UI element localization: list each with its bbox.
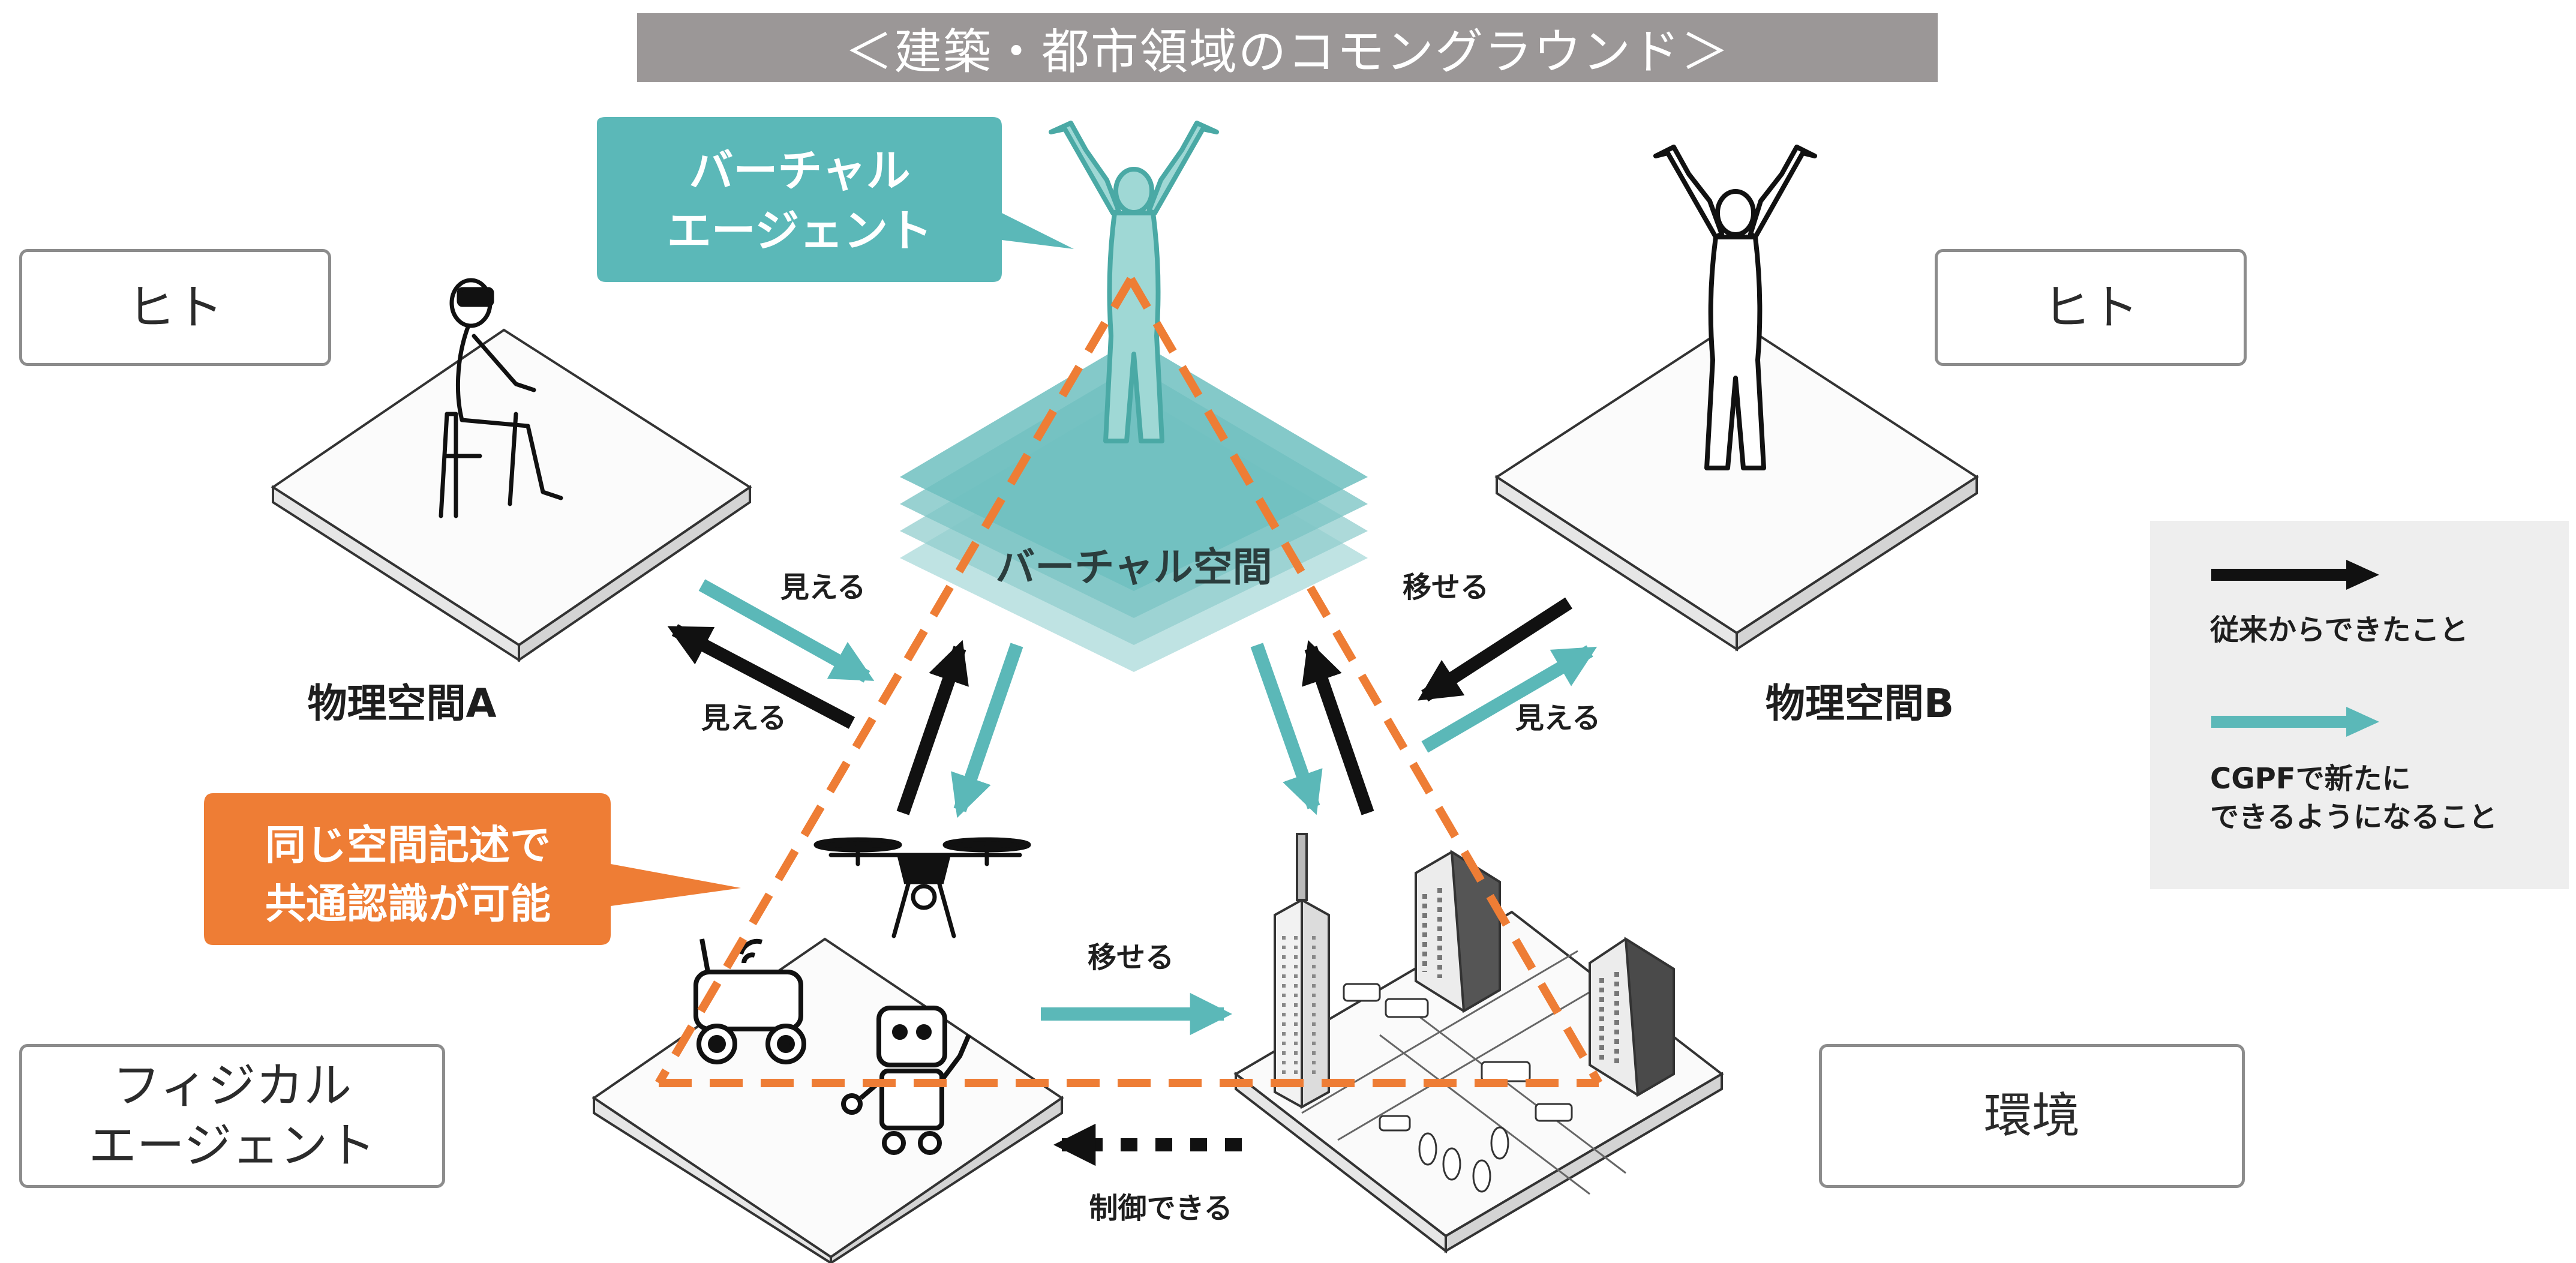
drone-icon <box>813 837 1031 938</box>
legend: 従来からできたこと CGPFで新たに できるようになること <box>2150 521 2569 889</box>
common-recognition-line1: 同じ空間記述で <box>265 822 551 869</box>
arrow-visible-b-teal <box>1421 645 1598 753</box>
arrow-virtual-to-physical-agent-teal <box>951 643 1023 818</box>
human-box-right: ヒト <box>1935 249 2247 366</box>
legend-black-arrow-icon <box>2211 560 2379 590</box>
virtual-agent-callout-line1: バーチャル <box>689 145 910 197</box>
human-box-right-label: ヒト <box>2043 279 2139 335</box>
arrow-visible-a-to-virtual-teal <box>698 579 875 683</box>
label-visible-2: 見える <box>701 701 787 735</box>
legend-teal-text-line1: CGPFで新たに <box>2210 762 2411 796</box>
environment-box: 環境 <box>1819 1044 2245 1188</box>
delivery-robot-icon <box>693 938 806 1064</box>
virtual-space-layers <box>900 339 1368 672</box>
common-recognition-line2: 共通認識が可能 <box>265 881 551 928</box>
physical-agent-box-line1: フィジカル <box>112 1058 352 1114</box>
common-recognition-callout: 同じ空間記述で 共通認識が可能 <box>204 793 741 945</box>
virtual-space-label: バーチャル空間 <box>995 544 1272 590</box>
physical-space-b-platform <box>1494 319 1979 652</box>
seated-person-icon <box>439 278 563 518</box>
physical-agent-box-line2: エージェント <box>88 1118 376 1174</box>
label-visible-1: 見える <box>780 571 866 604</box>
human-box-left-label: ヒト <box>127 279 223 335</box>
arrow-physical-agent-to-virtual-black <box>896 640 969 815</box>
physical-agent-box: フィジカル エージェント <box>19 1044 445 1188</box>
label-transferable-1: 移せる <box>1403 571 1489 604</box>
arrow-visible-virtual-to-a-black <box>667 624 855 729</box>
arrow-environment-to-virtual-black <box>1302 640 1374 815</box>
arrow-virtual-to-environment-teal <box>1250 643 1323 815</box>
virtual-agent-callout-line2: エージェント <box>667 205 933 257</box>
humanoid-robot-icon <box>841 1006 971 1155</box>
skyscraper-icon <box>1274 833 1330 1109</box>
vehicles-and-trees-icon <box>1343 983 1573 1193</box>
label-physical-space-a: 物理空間A <box>307 680 496 727</box>
legend-black-text: 従来からできたこと <box>2210 613 2469 647</box>
virtual-agent-figure-icon <box>1049 121 1219 443</box>
office-building-icon <box>1415 850 1501 1013</box>
label-controllable: 制御できる <box>1089 1192 1232 1225</box>
legend-teal-text-line2: できるようになること <box>2210 800 2498 834</box>
human-box-left: ヒト <box>19 249 331 366</box>
environment-box-label: 環境 <box>1984 1088 2080 1144</box>
standing-person-icon <box>1653 145 1817 470</box>
common-ground-triangle <box>654 277 1603 1087</box>
apartment-building-icon <box>1589 937 1675 1097</box>
label-physical-space-b: 物理空間B <box>1766 680 1954 727</box>
diagram-title: ＜建築・都市領域のコモングラウンド＞ <box>637 13 1938 82</box>
arrow-transferable-b-black <box>1418 597 1572 702</box>
label-transferable-2: 移せる <box>1088 941 1174 974</box>
label-visible-3: 見える <box>1515 701 1601 735</box>
legend-teal-arrow-icon <box>2211 707 2379 737</box>
virtual-agent-callout: バーチャル エージェント <box>597 117 1074 282</box>
physical-agent-platform <box>592 937 1064 1263</box>
